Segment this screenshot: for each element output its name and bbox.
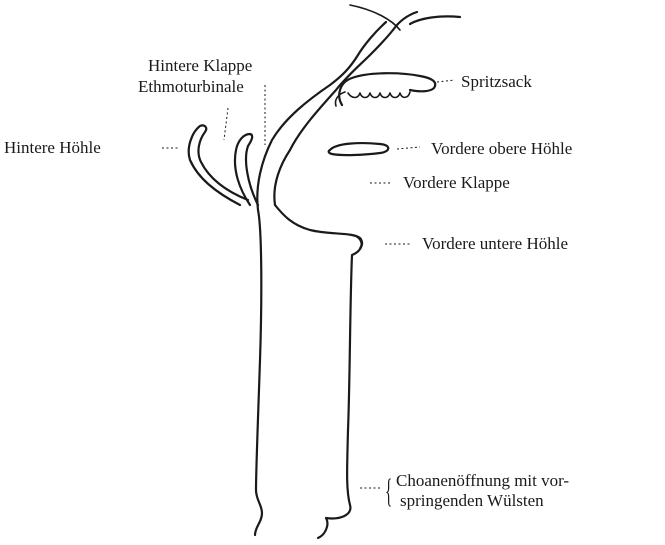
ethmoturbinale-branch	[235, 134, 258, 205]
label-hintere-klappe: Hintere Klappe	[148, 56, 252, 75]
label-choanen-brace: {	[385, 474, 392, 510]
leader-spritzsack	[437, 80, 455, 82]
spritzsack-outline	[339, 73, 435, 105]
upper-channel-outer	[274, 12, 417, 205]
spritzsack-folds	[348, 92, 410, 98]
leader-vordere-obere-hoehle	[397, 147, 420, 149]
hintere-hoehle-branch	[189, 125, 248, 205]
label-choanen-line1: Choanenöffnung mit vor-	[396, 471, 569, 490]
label-ethmoturbinale: Ethmoturbinale	[138, 77, 244, 96]
vordere-obere-hoehle-shape	[329, 143, 389, 155]
spritzsack-wall-upper	[410, 16, 460, 24]
top-outer-curve	[350, 5, 400, 30]
tube-right-wall	[275, 205, 362, 538]
label-vordere-klappe: Vordere Klappe	[403, 173, 510, 192]
label-vordere-obere-hoehle: Vordere obere Höhle	[431, 139, 572, 158]
label-spritzsack: Spritzsack	[461, 72, 532, 91]
tube-left-wall	[255, 210, 262, 535]
label-hintere-hoehle: Hintere Höhle	[4, 138, 101, 157]
leader-ethmoturbinale	[224, 108, 228, 140]
label-vordere-untere-hoehle: Vordere untere Höhle	[422, 234, 568, 253]
label-choanen-line2: springenden Wülsten	[400, 491, 544, 510]
